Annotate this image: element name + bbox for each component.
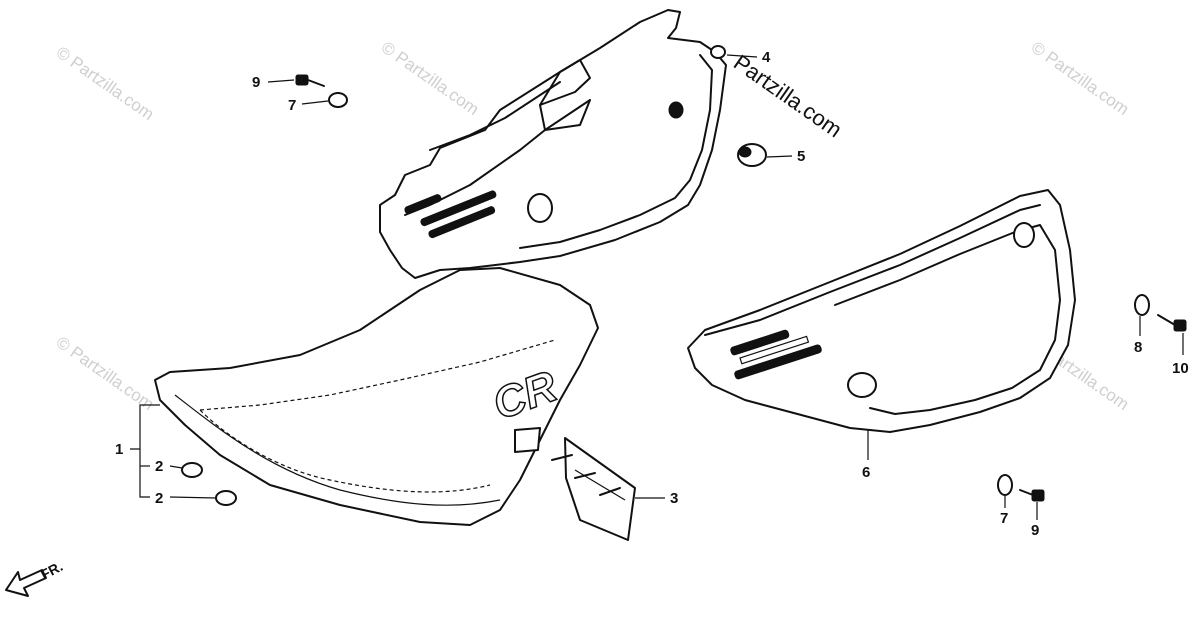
callout-2-lower: 2 [155,490,163,507]
left-side-cover [379,9,727,279]
callout-7-bottom: 7 [1000,510,1008,527]
callouts: 9 7 4 5 1 2 2 3 6 8 10 7 9 [115,49,1189,539]
front-arrow-icon [5,569,47,597]
mounting-plate [551,437,636,541]
seat: CR [154,267,599,526]
callout-7-top: 7 [288,97,296,114]
callout-6: 6 [862,464,870,481]
watermark-strong: Partzilla.com [729,50,846,143]
right-side-cover [687,189,1076,433]
watermark: © Partzilla.com [53,43,158,124]
callout-9-top: 9 [252,74,260,91]
watermark: © Partzilla.com [378,38,483,119]
callout-10: 10 [1172,360,1189,377]
callout-2-upper: 2 [155,458,163,475]
leader-lines [130,54,1184,520]
watermark: © Partzilla.com [1028,38,1133,119]
callout-9-bottom: 9 [1031,522,1039,539]
watermark: © Partzilla.com [53,333,158,414]
callout-8: 8 [1134,339,1142,356]
front-direction-indicator: FR. [5,558,65,597]
callout-5: 5 [797,148,805,165]
hardware [181,45,1187,506]
callout-4: 4 [762,49,771,66]
callout-1: 1 [115,441,123,458]
callout-3: 3 [670,490,678,507]
